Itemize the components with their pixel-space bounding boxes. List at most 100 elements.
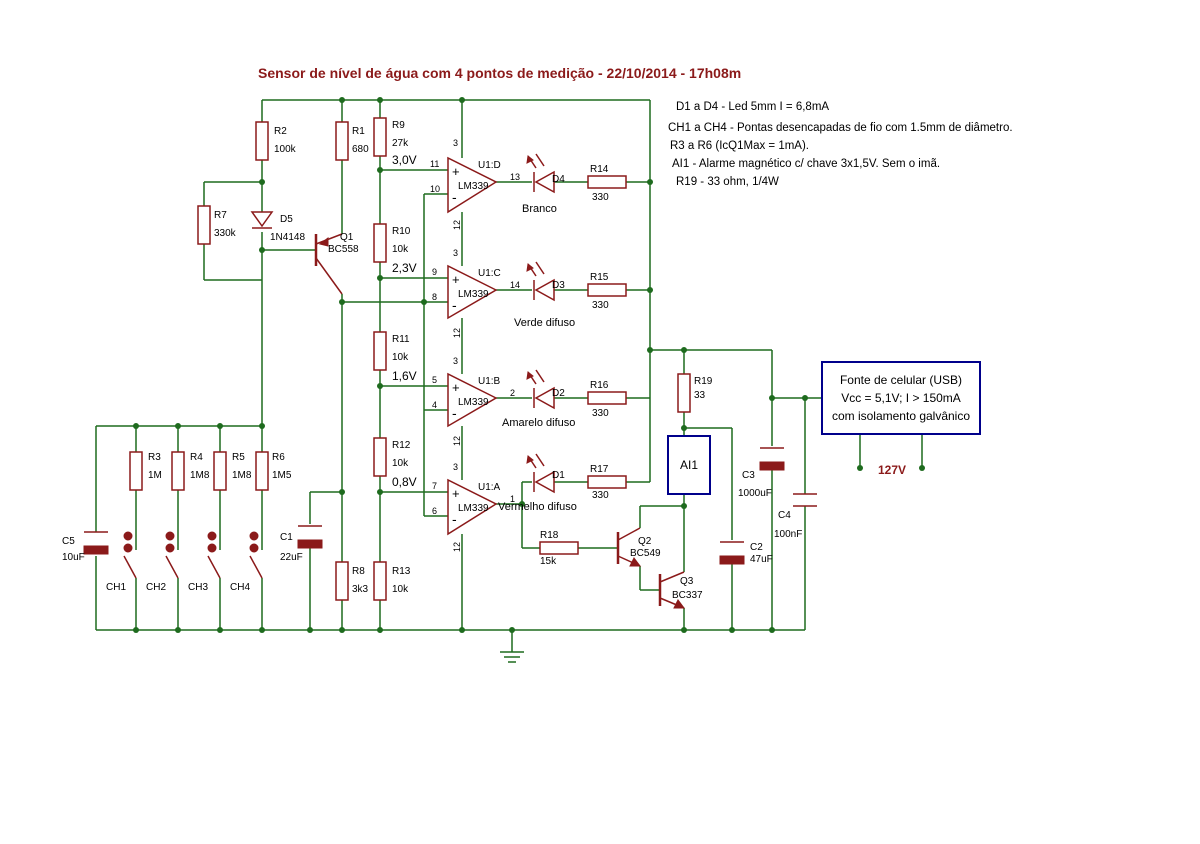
wires: [95, 99, 923, 652]
svg-text:127V: 127V: [878, 463, 906, 477]
svg-text:33: 33: [694, 390, 706, 401]
resistor-r14: R14 330: [587, 164, 627, 203]
resistor-r6: R6 1M5: [255, 451, 292, 491]
svg-text:U1:C: U1:C: [478, 268, 501, 279]
svg-text:R5: R5: [232, 452, 245, 463]
svg-text:5: 5: [432, 375, 437, 385]
svg-text:CH3: CH3: [188, 582, 208, 593]
svg-text:C2: C2: [750, 542, 763, 553]
schematic-title: Sensor de nível de água com 4 pontos de …: [258, 65, 741, 81]
junctions: [133, 97, 925, 633]
svg-text:-: -: [452, 297, 457, 313]
svg-text:Branco: Branco: [522, 203, 557, 215]
svg-text:12: 12: [452, 542, 462, 552]
led-d1: D1 Vermelho difuso: [498, 453, 577, 513]
svg-text:1M: 1M: [148, 470, 162, 481]
svg-text:10k: 10k: [392, 352, 409, 363]
note-3: R3 a R6 (IcQ1Max = 1mA).: [670, 140, 809, 152]
svg-text:3: 3: [453, 462, 458, 472]
resistor-r17: R17 330: [587, 464, 627, 501]
transistor-q1: Q1 BC558: [314, 232, 359, 295]
svg-text:Fonte de celular (USB): Fonte de celular (USB): [840, 373, 962, 387]
svg-text:R9: R9: [392, 120, 405, 131]
svg-text:Q2: Q2: [638, 536, 652, 547]
resistor-r13: R13 10k: [373, 561, 411, 601]
svg-text:12: 12: [452, 436, 462, 446]
resistor-r8: R8 3k3: [335, 561, 369, 601]
svg-text:R13: R13: [392, 566, 411, 577]
resistor-r5: R5 1M8: [213, 451, 252, 491]
svg-text:R4: R4: [190, 452, 203, 463]
svg-text:R11: R11: [392, 334, 410, 345]
capacitor-c3: C3 1000uF: [738, 447, 785, 499]
svg-text:7: 7: [432, 481, 437, 491]
svg-text:D2: D2: [552, 388, 565, 399]
alarm-ai1: AI1: [667, 435, 711, 495]
switch-ch4: CH4: [230, 531, 263, 593]
svg-text:C5: C5: [62, 536, 75, 547]
resistor-r12: R12 10k: [373, 437, 411, 477]
svg-text:Verde difuso: Verde difuso: [514, 317, 575, 329]
svg-text:Q3: Q3: [680, 576, 694, 587]
svg-text:+: +: [452, 380, 460, 395]
capacitor-c5: C5 10uF: [62, 531, 109, 563]
svg-text:3: 3: [453, 138, 458, 148]
led-d3: D3 Verde difuso: [514, 261, 575, 329]
switches: CH1 CH2 CH3 CH4: [106, 531, 263, 593]
comparator-u1d: + - U1:D LM339 11 10 13 3 12: [430, 138, 520, 230]
svg-text:10uF: 10uF: [62, 552, 85, 563]
svg-text:-: -: [452, 405, 457, 421]
note-1: D1 a D4 - Led 5mm I = 6,8mA: [676, 101, 829, 113]
svg-text:10k: 10k: [392, 584, 409, 595]
note-5: R19 - 33 ohm, 1/4W: [676, 176, 779, 188]
svg-text:12: 12: [452, 328, 462, 338]
svg-text:AI1: AI1: [680, 458, 698, 472]
svg-text:12: 12: [452, 220, 462, 230]
svg-text:1N4148: 1N4148: [270, 232, 305, 243]
svg-text:2: 2: [510, 388, 515, 398]
resistor-r7: R7 330k: [197, 205, 237, 245]
note-2: CH1 a CH4 - Pontas desencapadas de fio c…: [668, 122, 1013, 134]
svg-text:R15: R15: [590, 272, 609, 283]
svg-text:R8: R8: [352, 566, 365, 577]
svg-text:LM339: LM339: [458, 181, 489, 192]
svg-text:com isolamento galvânico: com isolamento galvânico: [832, 409, 970, 423]
comparator-u1b: + - U1:B LM339 5 4 2 3 12: [432, 356, 515, 446]
svg-text:C1: C1: [280, 532, 293, 543]
svg-text:R14: R14: [590, 164, 609, 175]
svg-text:1M8: 1M8: [190, 470, 210, 481]
svg-text:D3: D3: [552, 280, 565, 291]
resistor-r4: R4 1M8: [171, 451, 210, 491]
svg-text:BC337: BC337: [672, 590, 703, 601]
svg-text:+: +: [452, 164, 460, 179]
diode-d5: D5 1N4148: [250, 211, 305, 243]
resistor-r10: R10 10k: [373, 223, 411, 263]
svg-text:1: 1: [510, 494, 515, 504]
svg-text:R7: R7: [214, 210, 227, 221]
svg-text:3: 3: [453, 356, 458, 366]
svg-text:R6: R6: [272, 452, 285, 463]
svg-text:Q1: Q1: [340, 232, 354, 243]
svg-text:-: -: [452, 511, 457, 527]
notes: D1 a D4 - Led 5mm I = 6,8mA CH1 a CH4 - …: [668, 101, 1013, 188]
svg-text:D4: D4: [552, 174, 565, 185]
svg-text:R18: R18: [540, 530, 559, 541]
capacitor-c1: C1 22uF: [280, 525, 323, 563]
svg-text:10: 10: [430, 184, 440, 194]
power-supply-box: Fonte de celular (USB) Vcc = 5,1V; I > 1…: [821, 361, 981, 477]
svg-text:10k: 10k: [392, 458, 409, 469]
svg-text:Amarelo difuso: Amarelo difuso: [502, 417, 575, 429]
svg-text:R10: R10: [392, 226, 411, 237]
comparator-u1a: + - U1:A LM339 7 6 1 3 12: [432, 462, 515, 552]
svg-text:R17: R17: [590, 464, 609, 475]
led-d2: D2 Amarelo difuso: [502, 369, 575, 429]
svg-text:BC558: BC558: [328, 244, 359, 255]
svg-text:11: 11: [430, 159, 439, 169]
note-4: AI1 - Alarme magnético c/ chave 3x1,5V. …: [672, 158, 940, 170]
svg-text:CH4: CH4: [230, 582, 250, 593]
svg-text:R16: R16: [590, 380, 609, 391]
svg-text:-: -: [452, 189, 457, 205]
switch-ch3: CH3: [188, 531, 221, 593]
voltage-3v0: 3,0V: [392, 153, 417, 167]
svg-text:100nF: 100nF: [774, 529, 802, 540]
